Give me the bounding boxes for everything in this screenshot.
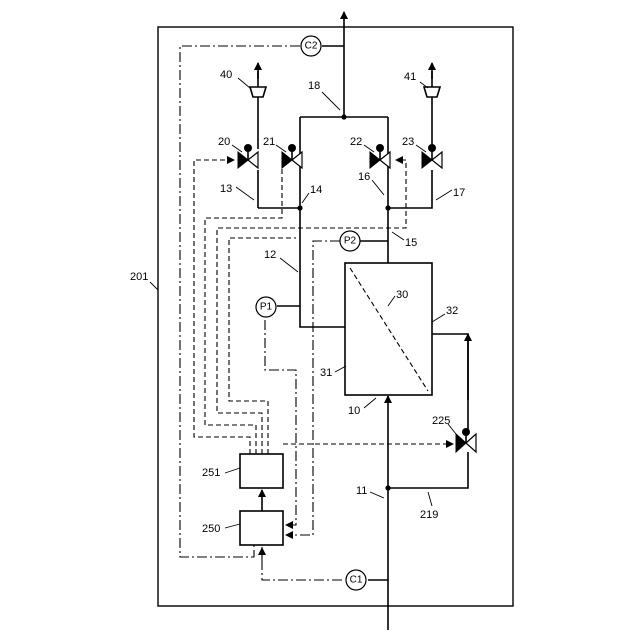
valve-21 [282, 144, 302, 168]
system-boundary [158, 27, 513, 606]
valve-20 [238, 144, 258, 168]
leader-250 [225, 524, 240, 528]
leader-13 [236, 187, 254, 200]
label-22: 22 [350, 136, 362, 148]
junction-node [297, 205, 302, 210]
label-10: 10 [348, 405, 360, 417]
valve-22 [370, 144, 390, 168]
label-40: 40 [220, 69, 232, 81]
label-250: 250 [202, 523, 220, 535]
leader-12 [280, 258, 298, 272]
leader-23 [416, 145, 426, 152]
sensor-p1-label: P1 [260, 302, 273, 313]
label-15: 15 [405, 237, 417, 249]
line-17 [388, 170, 432, 208]
leader-21 [276, 145, 286, 152]
label-41: 41 [404, 71, 416, 83]
label-13: 13 [220, 183, 232, 195]
label-251: 251 [202, 467, 220, 479]
label-201: 201 [130, 271, 148, 283]
leader-32 [432, 314, 445, 322]
bypass-line-219 [388, 452, 468, 488]
label-219: 219 [420, 509, 438, 521]
label-16: 16 [358, 171, 370, 183]
label-12: 12 [264, 249, 276, 261]
label-21: 21 [263, 136, 275, 148]
sensor-c1-label: C1 [350, 575, 363, 586]
junction-node [385, 205, 390, 210]
signal-p1 [265, 320, 296, 525]
label-17: 17 [453, 187, 465, 199]
control-line-20 [194, 160, 250, 454]
signal-p2 [286, 241, 340, 535]
controller-250 [240, 511, 283, 545]
junction-node [385, 485, 390, 490]
leader-10 [364, 398, 376, 408]
line-14 [300, 117, 345, 327]
label-23: 23 [402, 136, 414, 148]
leader-17 [436, 190, 452, 200]
leader-15 [392, 232, 404, 240]
leader-251 [225, 468, 240, 473]
label-31: 31 [320, 367, 332, 379]
sensor-c2-label: C2 [305, 41, 318, 52]
leader-14 [302, 193, 309, 203]
line-13 [258, 170, 300, 208]
sensor-p2-label: P2 [344, 236, 357, 247]
vent-40 [250, 87, 266, 97]
leader-22 [364, 145, 374, 152]
signal-c1 [262, 547, 342, 580]
leader-16 [372, 180, 384, 195]
label-225: 225 [432, 415, 450, 427]
leader-40 [238, 78, 250, 88]
label-20: 20 [218, 136, 230, 148]
label-14: 14 [310, 184, 322, 196]
label-11: 11 [356, 485, 367, 497]
valve-23 [422, 144, 442, 168]
junction-node [341, 114, 346, 119]
leader-20 [232, 145, 242, 152]
leader-201 [150, 282, 158, 290]
label-30: 30 [396, 289, 408, 301]
vent-41 [424, 87, 440, 97]
label-32: 32 [446, 305, 458, 317]
leader-11 [370, 492, 384, 498]
leader-219 [428, 492, 432, 506]
controller-251 [240, 454, 283, 488]
valve-225 [456, 428, 476, 452]
label-18: 18 [308, 80, 320, 92]
leader-18 [322, 92, 340, 110]
